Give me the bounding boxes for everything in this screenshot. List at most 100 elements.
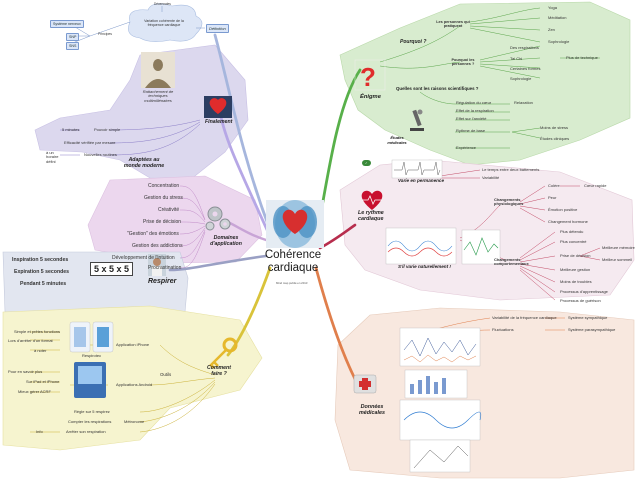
respirer-expiration: Expiration 5 secondes bbox=[14, 269, 70, 275]
rythme-item-sommeil: Meilleur sommeil bbox=[602, 257, 633, 262]
rythme-item-physio: Changements physiologiques bbox=[494, 197, 524, 207]
comment-item-format: Lors d'arrêter d'un format bbox=[8, 338, 53, 343]
rythme-item-memoire: Meilleure mémoire bbox=[602, 245, 635, 250]
enigme-item-cliniques: Études cliniques bbox=[540, 136, 570, 141]
android-app-screenshot bbox=[74, 362, 106, 398]
comment-label: Comment faire ? bbox=[207, 365, 231, 377]
domaines-region bbox=[87, 175, 263, 264]
domaines-item-4: Prise de décision bbox=[143, 219, 182, 225]
finalement-item-2: Pouvoir simple bbox=[94, 127, 121, 132]
comment-item-savoir: Pour en savoir plus bbox=[8, 369, 43, 374]
gears-image bbox=[205, 206, 231, 231]
domaines-item-2: Gestion du stress bbox=[144, 195, 183, 201]
respirotec-phone-1 bbox=[69, 321, 91, 353]
medical-chart-4 bbox=[409, 439, 471, 473]
rythme-item-peur: Peur bbox=[548, 195, 557, 200]
branch-definition bbox=[213, 33, 272, 232]
rythme-item-decision: Prise de décision bbox=[560, 253, 591, 258]
respirer-pendant: Pendant 5 minutes bbox=[20, 281, 67, 287]
rythme-item-apprentissage: Processus d'apprentissage bbox=[560, 289, 608, 294]
medical-chart-1 bbox=[399, 327, 481, 367]
donnees-item-3: Système parasympathique bbox=[568, 327, 616, 332]
enigme-item-stress: Moins de stress bbox=[540, 125, 569, 130]
comment-item-simple: Simple et prêtes fonctions bbox=[14, 329, 61, 334]
enigme-item-relax: Relaxation bbox=[514, 100, 533, 105]
branch-respirer bbox=[168, 254, 268, 272]
respirer-region bbox=[2, 251, 189, 313]
comment-item-acrf: ACRF bbox=[40, 389, 51, 394]
definition-label[interactable]: Définition bbox=[206, 24, 229, 33]
center-title-line1: Cohérence bbox=[264, 249, 322, 261]
enigme-item-taichi: Tai Chi bbox=[510, 56, 523, 61]
comment-item-regle: Règle sur 5 respirez bbox=[74, 409, 110, 414]
finalement-subtitle: Adaptées au monde moderne bbox=[123, 157, 165, 169]
enigme-item-rythme: Rythme de base bbox=[456, 128, 486, 133]
branch-domaines bbox=[226, 220, 268, 242]
enigme-item-sophro2: Sophrologie bbox=[510, 76, 532, 81]
comment-item-noter: à noter bbox=[34, 348, 47, 353]
finalement-caption: Rattachement de techniques multimillénai… bbox=[142, 89, 174, 103]
rythme-item-concentre: Plus concentré bbox=[560, 239, 587, 244]
enigme-pourquoi-personnes: Pourquoi les personnes ? bbox=[451, 58, 475, 67]
enigme-item-sophro: Sophrologie bbox=[548, 39, 570, 44]
heart-torso-illustration bbox=[266, 200, 324, 248]
enigme-etudes: Études médicales bbox=[387, 135, 407, 145]
medical-kit-image bbox=[353, 374, 377, 394]
enigme-item-yoga: Yoga bbox=[548, 5, 557, 10]
definition-box-2: SNP bbox=[66, 33, 80, 41]
microscope-image bbox=[410, 109, 424, 131]
rythme-label: Le rythme cardiaque bbox=[358, 210, 384, 223]
buddha-image bbox=[141, 52, 175, 88]
definition-text: Variation cohérente de la fréquence card… bbox=[144, 19, 184, 27]
enigme-item-resp: Des respirations bbox=[510, 45, 539, 50]
rythme-item-comport: Changements comportementaux bbox=[494, 257, 529, 267]
enigme-item-zen: Zen bbox=[548, 27, 555, 32]
svg-text:?: ? bbox=[360, 62, 376, 92]
rythme-synchro: S'il varie naturellement ! bbox=[398, 264, 451, 269]
finalement-links bbox=[60, 119, 201, 156]
finalement-item-4: à un horaire défini bbox=[46, 150, 59, 164]
enigme-label: Énigme bbox=[360, 94, 381, 100]
finalement-heart-image bbox=[204, 96, 232, 118]
respirer-inspiration: Inspiration 5 secondes bbox=[12, 257, 69, 263]
comment-item-iphone: Application iPhone bbox=[116, 342, 150, 347]
enigme-links bbox=[379, 7, 600, 149]
comment-item-respirotec: Respirotec bbox=[82, 353, 102, 358]
comment-links bbox=[30, 331, 216, 433]
ecg-chart-3 bbox=[461, 229, 501, 265]
key-image bbox=[209, 337, 238, 369]
respirer-label: Respirer bbox=[148, 278, 177, 285]
rythme-item-hormone: Changement hormone bbox=[548, 219, 588, 224]
enigme-qualites: Quelles sont les raisons scientifiques ? bbox=[396, 86, 479, 91]
medical-chart-2 bbox=[404, 369, 468, 399]
rythme-item-troubles: Moins de troubles bbox=[560, 279, 592, 284]
definition-source: Décennales bbox=[154, 2, 171, 6]
domaines-item-3: Créativité bbox=[158, 207, 180, 213]
branch-donnees bbox=[314, 266, 360, 387]
respirer-formula: 5 x 5 x 5 bbox=[90, 262, 134, 276]
definition-box-3: SNS bbox=[66, 42, 80, 50]
enigme-item-experience: Expérience bbox=[456, 145, 477, 150]
enigme-item-certaines: Certaines formes bbox=[510, 66, 541, 71]
center-caption: Mind map publié en 2013 bbox=[276, 281, 308, 285]
domaines-item-7: Développement de l'intuition bbox=[112, 255, 175, 261]
rythme-item-rapide: Cœur rapide bbox=[584, 183, 607, 188]
enigme-pourquoi: Pourquoi ? bbox=[400, 39, 427, 45]
definition-box-1: Système nerveux bbox=[50, 20, 84, 28]
rythme-heart-icon bbox=[361, 190, 383, 210]
rythme-item-colere: Colère bbox=[548, 183, 560, 188]
definition-cloud bbox=[128, 3, 203, 42]
domaines-item-5: "Gestion" des émotions bbox=[127, 231, 179, 237]
domaines-links bbox=[179, 185, 206, 269]
ecg-chart-1 bbox=[391, 159, 443, 179]
enigme-personnes-qui: Les personnes qui pratiquent bbox=[436, 20, 470, 29]
comment-item-metronome: Métronome bbox=[124, 419, 145, 424]
domaines-label: Domaines d'application bbox=[210, 235, 242, 247]
comment-region bbox=[2, 305, 263, 451]
comment-item-ipad: Sur iPad et iPhone bbox=[26, 379, 60, 384]
rythme-item-positive: Émotion positive bbox=[548, 207, 578, 212]
rythme-item-guerison: Processus de guérison bbox=[560, 298, 601, 303]
branch-finalement bbox=[218, 110, 270, 234]
enigme-item-regulation: Régulation du cœur bbox=[456, 100, 492, 105]
